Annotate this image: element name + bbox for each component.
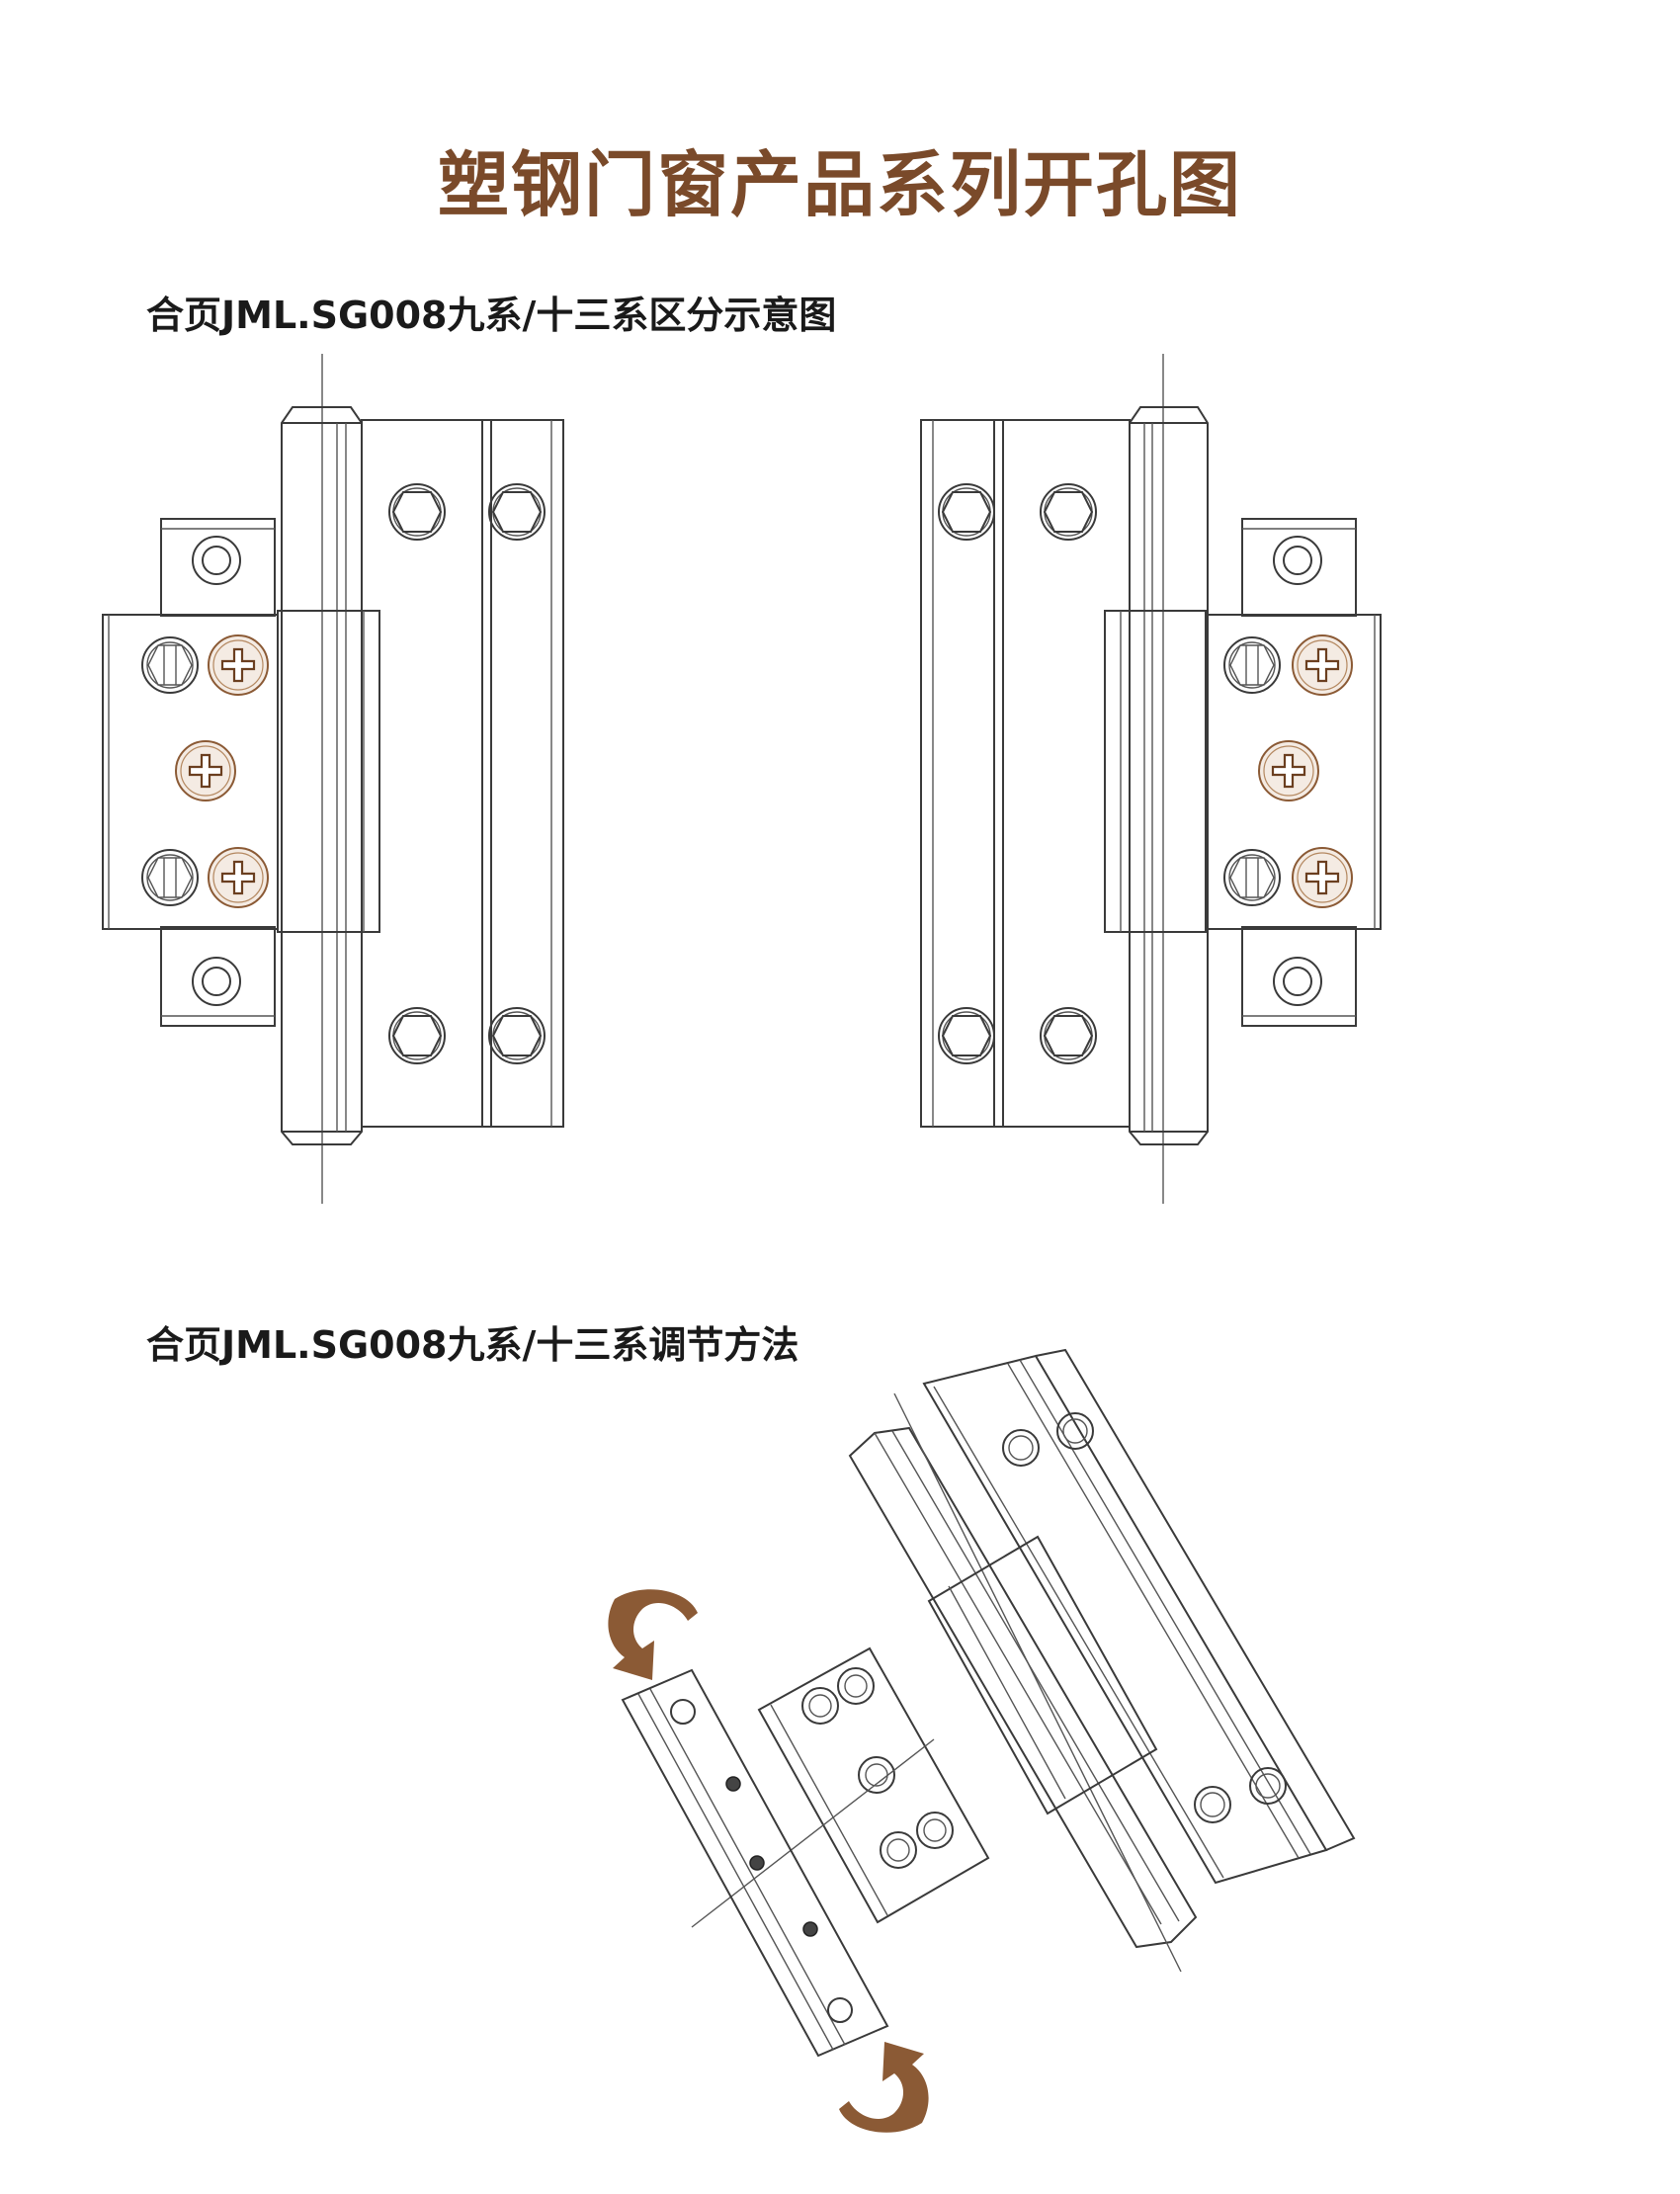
section-heading-distinction: 合页JML.SG008九系/十三系区分示意图 [146, 294, 837, 337]
rotate-arrow-icon [839, 2042, 929, 2133]
hinge-right-elevation [920, 354, 1382, 1204]
hinge-isometric-view [621, 1348, 1356, 2058]
rotate-arrow-icon [608, 1589, 698, 1680]
page-title: 塑钢门窗产品系列开孔图 [437, 143, 1242, 226]
hinge-left-elevation [102, 354, 564, 1204]
section-heading-adjustment: 合页JML.SG008九系/十三系调节方法 [146, 1323, 799, 1367]
